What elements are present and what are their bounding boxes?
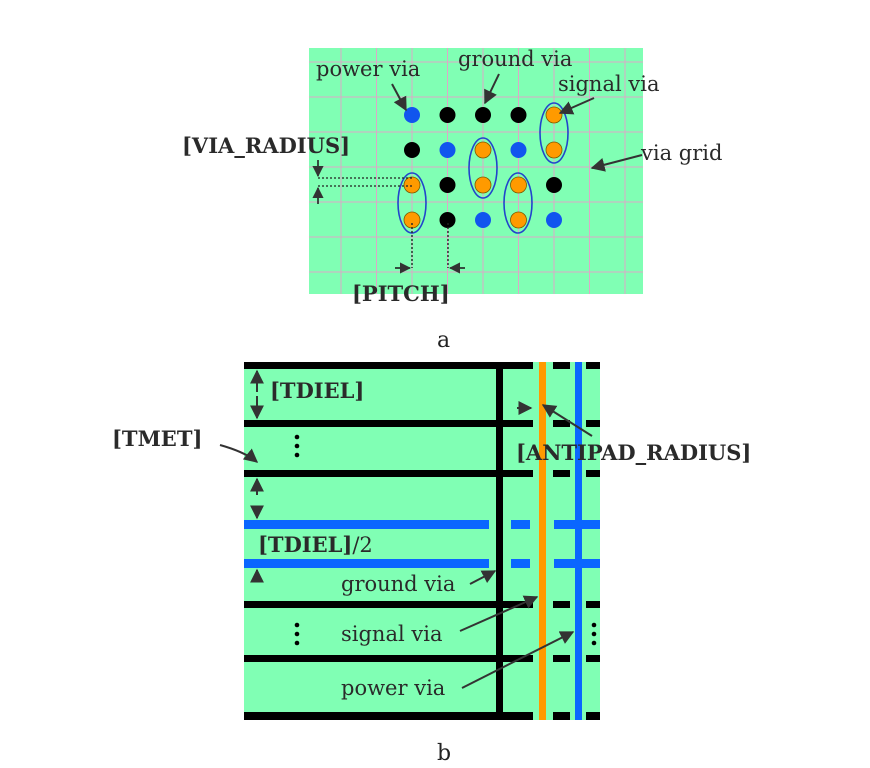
- signal-via: [474, 176, 492, 194]
- ground-via: [404, 142, 420, 158]
- signal-pair-outline: [468, 137, 498, 199]
- panel-a: power via ground via signal via via grid…: [182, 47, 722, 353]
- signal-via: [403, 176, 421, 194]
- pitch-dimension: [395, 223, 465, 274]
- power-plane: [244, 520, 489, 529]
- ground-plane: [244, 655, 600, 662]
- ground-via-label: ground via: [458, 47, 572, 71]
- ground-plane: [244, 712, 600, 720]
- signal-pair-outline: [503, 172, 533, 234]
- power-via-label-b: power via: [341, 676, 445, 700]
- power-via-barrel: [575, 362, 582, 720]
- antipad-radius-label: [ANTIPAD_RADIUS]: [516, 440, 751, 465]
- ground-via: [439, 212, 456, 228]
- ground-via-label-b: ground via: [341, 572, 455, 596]
- panel-b: [TDIEL] [TMET] [TDIEL]/2 [ANTIPAD_RADIUS…: [112, 362, 751, 766]
- via-array: [403, 106, 563, 229]
- signal-pair-outline: [539, 102, 569, 164]
- panel-a-arrows: [391, 73, 643, 172]
- signal-via-label-b: signal via: [341, 622, 442, 646]
- signal-via: [545, 141, 563, 159]
- power-via: [510, 142, 527, 158]
- signal-via: [474, 141, 492, 159]
- ground-via: [439, 177, 456, 193]
- power-plane: [511, 520, 530, 529]
- via-radius-dimension: [312, 160, 412, 204]
- ground-via-arrow: [484, 73, 500, 105]
- tdiel-label: [TDIEL]: [270, 378, 364, 403]
- ground-via: [439, 107, 456, 123]
- power-plane: [511, 559, 530, 568]
- ground-plane: [244, 420, 600, 427]
- via-grid-lines: [309, 48, 643, 294]
- tmet-label: [TMET]: [112, 426, 202, 451]
- panel-a-caption: a: [437, 328, 450, 353]
- signal-via-arrow-b: [459, 595, 539, 632]
- ground-planes: [244, 362, 600, 720]
- tmet-arrow: [219, 444, 259, 463]
- power-via: [439, 142, 456, 158]
- tdiel-half-label: [TDIEL]/2: [258, 532, 373, 557]
- ellipsis-dots: [294, 434, 597, 646]
- ground-via: [475, 107, 491, 123]
- via-grid-label: via grid: [640, 141, 722, 165]
- ground-plane: [244, 362, 600, 369]
- tdiel-half-bracket: [TDIEL]: [258, 532, 352, 557]
- signal-via-label: signal via: [558, 72, 659, 96]
- signal-via: [403, 211, 421, 229]
- power-via: [475, 212, 491, 228]
- via-radius-label: [VIA_RADIUS]: [182, 133, 350, 158]
- power-via-arrow: [391, 83, 407, 112]
- pitch-label: [PITCH]: [352, 281, 450, 306]
- power-via-label: power via: [316, 57, 420, 81]
- antipad-radius-arrow: [541, 404, 593, 437]
- signal-via-arrow: [558, 97, 595, 115]
- via-grid-arrow: [590, 154, 643, 172]
- power-via: [546, 212, 562, 228]
- ground-via: [546, 177, 562, 193]
- power-plane: [244, 559, 489, 568]
- tdiel-half-suffix: /2: [352, 533, 372, 557]
- signal-via: [510, 176, 527, 194]
- signal-via: [510, 211, 527, 229]
- power-via: [404, 107, 420, 123]
- panel-b-caption: b: [437, 741, 451, 766]
- ground-via-barrel: [496, 362, 503, 720]
- signal-via-barrel: [539, 362, 546, 720]
- ground-via: [510, 107, 527, 123]
- signal-via: [545, 106, 563, 124]
- ground-via-arrow-b: [469, 570, 497, 585]
- power-via-arrow-b: [461, 631, 575, 689]
- ground-plane: [244, 601, 600, 608]
- via-grid-board: [309, 48, 643, 294]
- ground-plane: [244, 470, 600, 477]
- panel-b-dimensions: [219, 369, 593, 689]
